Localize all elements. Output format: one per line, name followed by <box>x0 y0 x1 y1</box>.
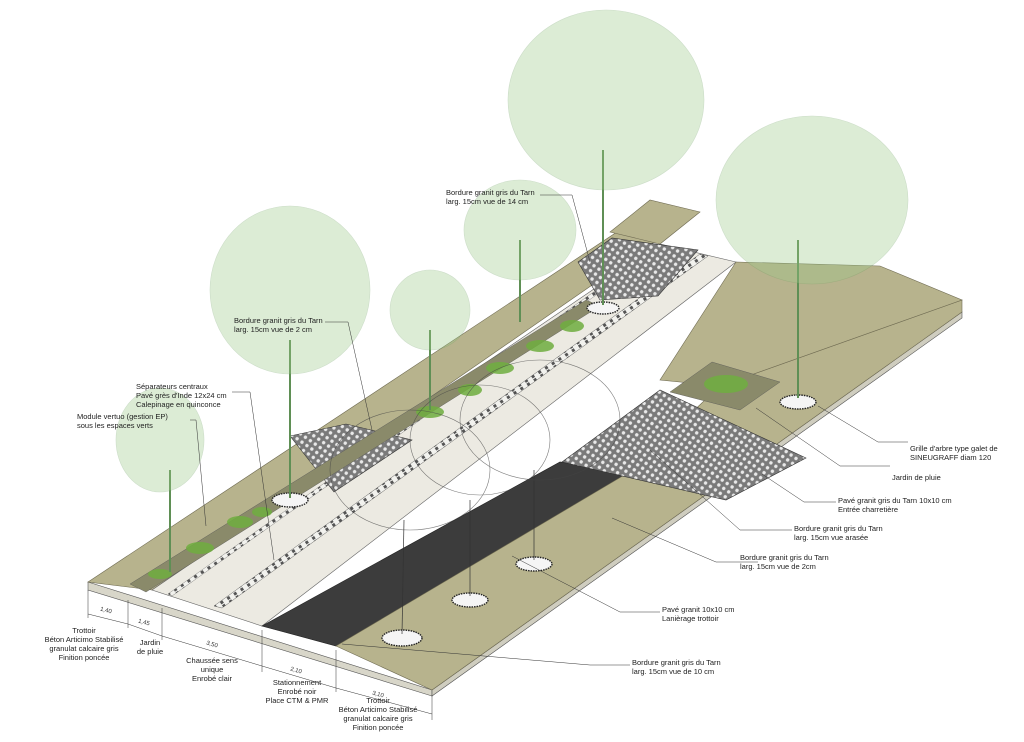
driveway-pavers-back <box>577 237 699 301</box>
driveway-pavers-right <box>561 389 807 501</box>
leader-lines <box>190 194 908 666</box>
rain-garden-planting <box>129 299 781 593</box>
label-module-vertuo: Module vertuo (gestion EP)sous les espac… <box>77 412 168 430</box>
right-sidewalk-back <box>659 261 963 387</box>
trees <box>115 9 909 635</box>
dimension-lines <box>87 590 433 720</box>
tree-grates <box>271 301 817 647</box>
label-jardin-pluie-right: Jardin de pluie <box>892 473 941 482</box>
back-sidewalk <box>609 199 701 245</box>
